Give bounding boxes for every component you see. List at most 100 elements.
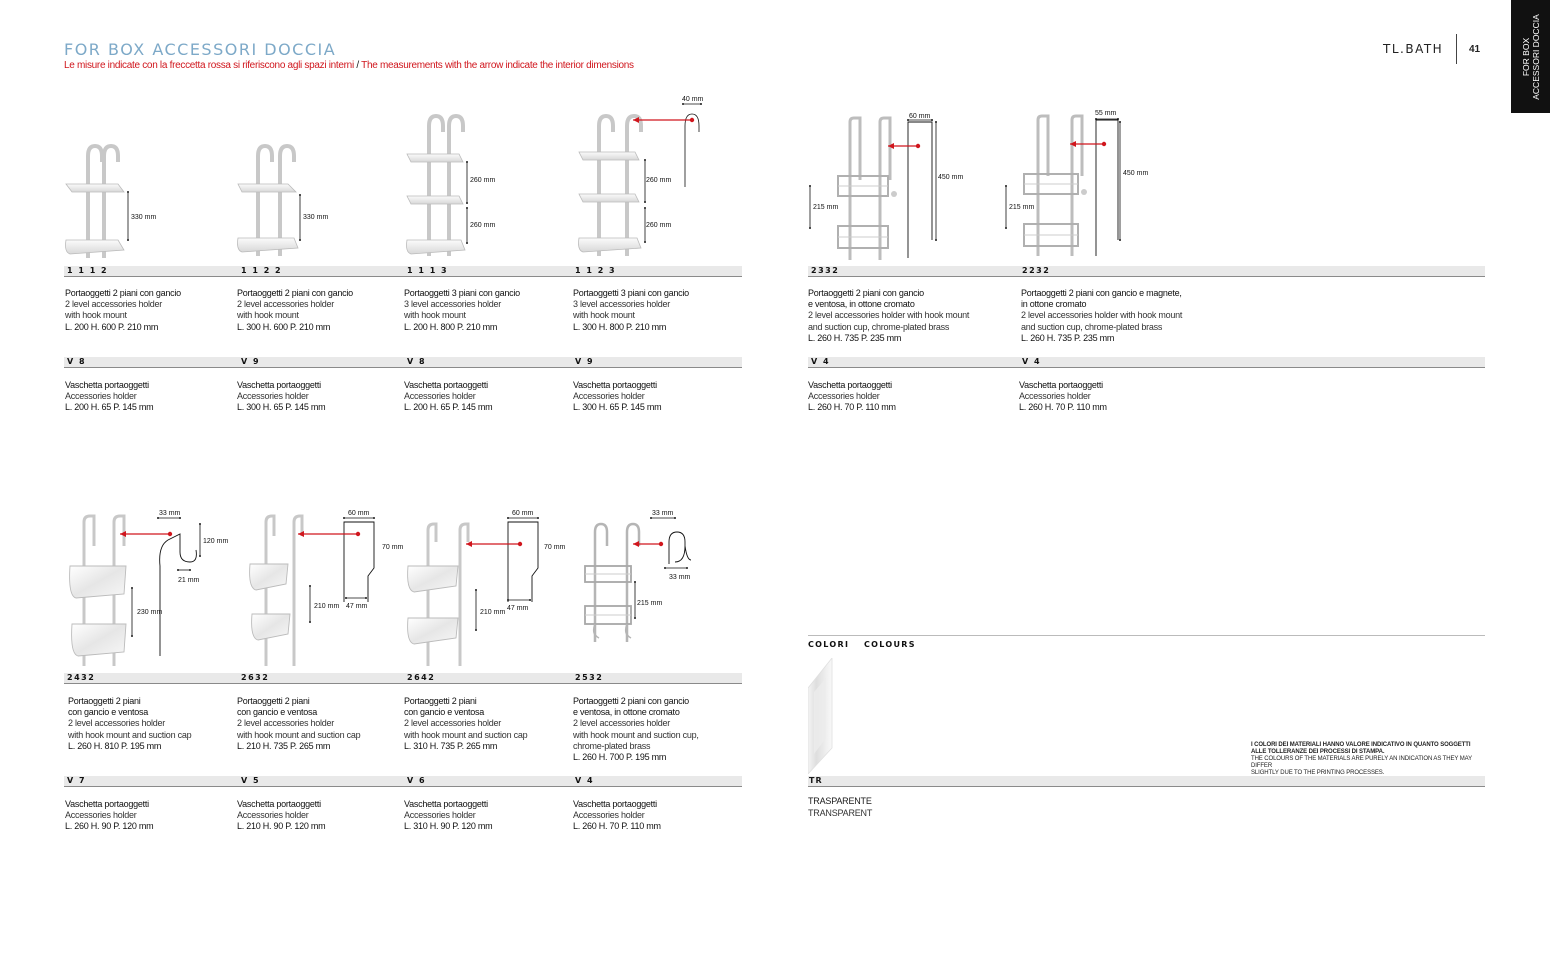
- desc-it: Portaoggetti 3 piani con gancio: [404, 288, 520, 298]
- desc-it-2: e ventosa, in ottone cromato: [808, 299, 915, 310]
- header-divider: [1456, 34, 1457, 64]
- product-1113[interactable]: 260 mm 260 mm: [403, 110, 563, 265]
- dim-120: 120 mm: [203, 538, 228, 545]
- code-v8: V 8: [67, 357, 87, 366]
- code-bar-v6: V 6: [404, 776, 572, 787]
- desc-en-1: 2 level accessories holder: [404, 718, 502, 729]
- dim-33-b: 33 mm: [669, 574, 691, 581]
- product-2432[interactable]: 33 mm 120 mm 21 mm 230 mm: [64, 506, 234, 672]
- code-v4: V 4: [811, 357, 831, 366]
- code-2632: 2632: [241, 673, 270, 682]
- colours-label-it: COLORI: [808, 640, 850, 649]
- desc-v5: Vaschetta portaoggetti Accessories holde…: [237, 799, 402, 833]
- v-desc-dims: L. 260 H. 70 P. 110 mm: [1019, 402, 1107, 413]
- product-2432-drawing: 33 mm 120 mm 21 mm 230 mm: [69, 510, 228, 666]
- code-bar-v4-c: V 4: [572, 776, 742, 787]
- code-bar-2632: 2632: [238, 673, 404, 684]
- v-desc-en: Accessories holder: [65, 810, 137, 821]
- desc-en-1: 3 level accessories holder: [404, 299, 502, 310]
- product-1123-drawing: 40 mm 260 mm 260 mm: [578, 96, 704, 256]
- v-desc-it: Vaschetta portaoggetti: [573, 380, 657, 390]
- v-desc-en: Accessories holder: [573, 810, 645, 821]
- product-1112[interactable]: 330 mm: [64, 140, 224, 265]
- v-desc-it: Vaschetta portaoggetti: [65, 799, 149, 809]
- desc-en-1: 2 level accessories holder with hook mou…: [1021, 310, 1183, 321]
- desc-it-2: in ottone cromato: [1021, 299, 1087, 310]
- section-tab[interactable]: FOR BOX ACCESSORI DOCCIA: [1511, 0, 1550, 113]
- subtitle-separator: /: [353, 60, 362, 71]
- dim-47: 47 mm: [507, 605, 529, 612]
- dim-260-b: 260 mm: [470, 222, 495, 229]
- note-en-1: THE COLOURS OF THE MATERIALS ARE PURELY …: [1251, 756, 1472, 769]
- code-v9: V 9: [241, 357, 261, 366]
- desc-1112: Portaoggetti 2 piani con gancio 2 level …: [65, 288, 235, 333]
- desc-2232: Portaoggetti 2 piani con gancio e magnet…: [1021, 288, 1251, 344]
- code-bar-1112: 1 1 1 2: [64, 266, 238, 277]
- product-2232[interactable]: 55 mm 450 mm 215 mm: [1004, 106, 1214, 265]
- desc-v9-b: Vaschetta portaoggetti Accessories holde…: [573, 380, 741, 414]
- note-en-2: SLIGHTLY DUE TO THE PRINTING PROCESSES.: [1251, 770, 1385, 776]
- v-desc-it: Vaschetta portaoggetti: [404, 380, 488, 390]
- v-desc-en: Accessories holder: [65, 391, 137, 402]
- desc-dims: L. 200 H. 600 P. 210 mm: [65, 321, 159, 332]
- v-desc-dims: L. 310 H. 90 P. 120 mm: [404, 821, 493, 832]
- product-2532-drawing: 33 mm 33 mm 215 mm: [584, 510, 692, 642]
- page-subtitle: Le misure indicate con la freccetta ross…: [64, 60, 634, 71]
- product-1112-drawing: 330 mm: [65, 143, 156, 258]
- v-desc-dims: L. 300 H. 65 P. 145 mm: [237, 402, 326, 413]
- desc-it: Portaoggetti 2 piani con gancio: [237, 288, 353, 298]
- product-2332[interactable]: 60 mm 450 mm 215 mm: [808, 110, 1018, 265]
- dim-215: 215 mm: [1009, 204, 1034, 211]
- desc-v9-a: Vaschetta portaoggetti Accessories holde…: [237, 380, 402, 414]
- desc-dims: L. 260 H. 735 P. 235 mm: [1021, 332, 1115, 343]
- desc-it-2: e ventosa, in ottone cromato: [573, 707, 680, 718]
- colour-code: TR: [809, 776, 823, 785]
- desc-en-3: chrome-plated brass: [573, 740, 651, 751]
- product-2642[interactable]: 60 mm 70 mm 210 mm 47 mm: [404, 506, 572, 672]
- code-bar-v4-b: V 4: [1019, 357, 1485, 368]
- code-1113: 1 1 1 3: [407, 266, 449, 275]
- subtitle-italian: Le misure indicate con la freccetta ross…: [64, 60, 354, 71]
- desc-2532: Portaoggetti 2 piani con gancio e ventos…: [573, 696, 741, 763]
- code-bar-2532: 2532: [572, 673, 742, 684]
- desc-1122: Portaoggetti 2 piani con gancio 2 level …: [237, 288, 402, 333]
- product-2632[interactable]: 60 mm 70 mm 210 mm 47 mm: [240, 506, 404, 672]
- desc-en-2: with hook mount and suction cap: [68, 729, 192, 740]
- product-1123[interactable]: 40 mm 260 mm 260 mm: [575, 92, 740, 265]
- code-bar-v4-a: V 4: [808, 357, 1019, 368]
- desc-en-2: with hook mount: [404, 310, 466, 321]
- v-desc-en: Accessories holder: [237, 391, 309, 402]
- code-bar-v9-a: V 9: [238, 357, 404, 368]
- code-v6: V 6: [407, 776, 427, 785]
- desc-it-2: con gancio e ventosa: [237, 707, 318, 718]
- code-bar-v9-b: V 9: [572, 357, 742, 368]
- desc-it: Portaoggetti 2 piani: [68, 696, 141, 706]
- desc-v4-c: Vaschetta portaoggetti Accessories holde…: [573, 799, 741, 833]
- code-v7: V 7: [67, 776, 87, 785]
- v-desc-it: Vaschetta portaoggetti: [573, 799, 657, 809]
- v-desc-dims: L. 260 H. 70 P. 110 mm: [808, 402, 896, 413]
- v-desc-it: Vaschetta portaoggetti: [1019, 380, 1103, 390]
- desc-dims: L. 260 H. 735 P. 235 mm: [808, 332, 902, 343]
- product-2532[interactable]: 33 mm 33 mm 215 mm: [575, 506, 740, 672]
- product-2632-drawing: 60 mm 70 mm 210 mm 47 mm: [249, 510, 404, 666]
- code-bar-v8-a: V 8: [64, 357, 238, 368]
- product-1113-drawing: 260 mm 260 mm: [406, 113, 495, 256]
- product-1122-drawing: 330 mm: [237, 143, 328, 256]
- v-desc-dims: L. 210 H. 90 P. 120 mm: [237, 821, 326, 832]
- page-title: FOR BOX ACCESSORI DOCCIA: [64, 40, 337, 59]
- code-v4: V 4: [1022, 357, 1042, 366]
- desc-en-1: 2 level accessories holder: [65, 299, 163, 310]
- product-1122[interactable]: 330 mm: [236, 140, 396, 265]
- code-bar-1122: 1 1 2 2: [238, 266, 404, 277]
- code-bar-2432: 2432: [64, 673, 238, 684]
- v-desc-it: Vaschetta portaoggetti: [808, 380, 892, 390]
- dim-330: 330 mm: [131, 214, 156, 221]
- note-it-1: I COLORI DEI MATERIALI HANNO VALORE INDI…: [1251, 742, 1471, 748]
- desc-en-1: 3 level accessories holder: [573, 299, 671, 310]
- desc-it: Portaoggetti 2 piani con gancio: [573, 696, 689, 706]
- code-bar-1123: 1 1 2 3: [572, 266, 742, 277]
- desc-en-2: with hook mount: [573, 310, 635, 321]
- desc-it: Portaoggetti 2 piani: [404, 696, 477, 706]
- colour-swatch-transparent[interactable]: [808, 658, 834, 774]
